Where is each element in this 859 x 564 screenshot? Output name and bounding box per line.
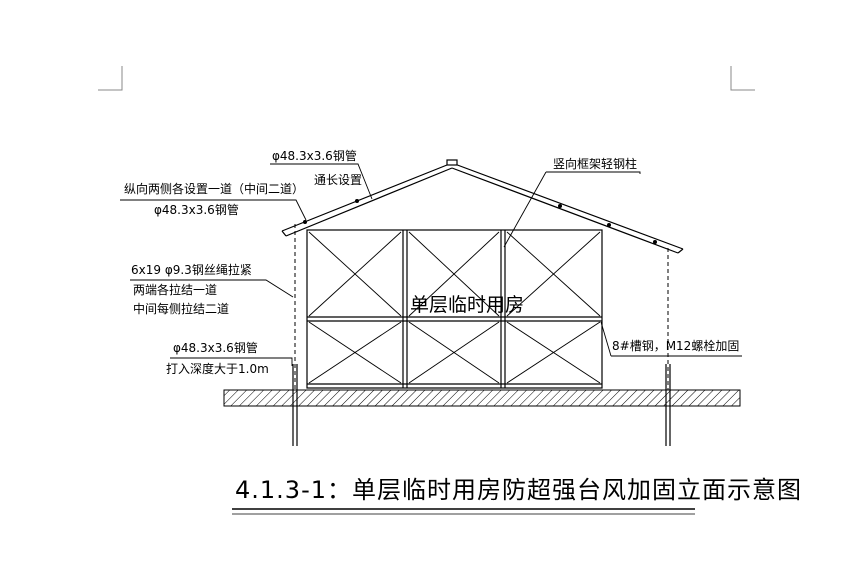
ground-pipe-spec: φ48.3x3.6钢管 [173, 340, 258, 355]
left-pipe-note: 纵向两侧各设置一道（中间二道） [124, 181, 304, 196]
ground-slab [223, 389, 741, 407]
drawing-caption: 4.1.3-1：单层临时用房防超强台风加固立面示意图 [235, 476, 802, 504]
page-crop-marks [98, 66, 755, 91]
column-label: 竖向框架轻钢柱 [553, 156, 637, 171]
leader-lines [120, 163, 742, 366]
ground-anchor-pipes [292, 364, 671, 446]
top-pipe-spec: φ48.3x3.6钢管 [272, 148, 357, 163]
top-pipe-note: 通长设置 [314, 173, 362, 187]
ground-pipe-note: 打入深度大于1.0m [166, 361, 269, 376]
cross-bracing [308, 231, 601, 384]
caption-underline [232, 508, 695, 515]
roof [281, 159, 684, 254]
building-label: 单层临时用房 [410, 294, 524, 316]
building-frame [306, 229, 603, 389]
channel-steel-spec: 8#槽钢，M12螺栓加固 [612, 338, 739, 353]
rope-note-middle: 中间每侧拉结二道 [133, 301, 229, 316]
wire-ropes [294, 224, 669, 390]
rope-note-ends: 两端各拉结一道 [133, 282, 217, 297]
roof-pipe-clamps [303, 199, 657, 244]
rope-spec: 6x19 φ9.3钢丝绳拉紧 [131, 262, 252, 277]
left-pipe-spec: φ48.3x3.6钢管 [154, 202, 239, 217]
